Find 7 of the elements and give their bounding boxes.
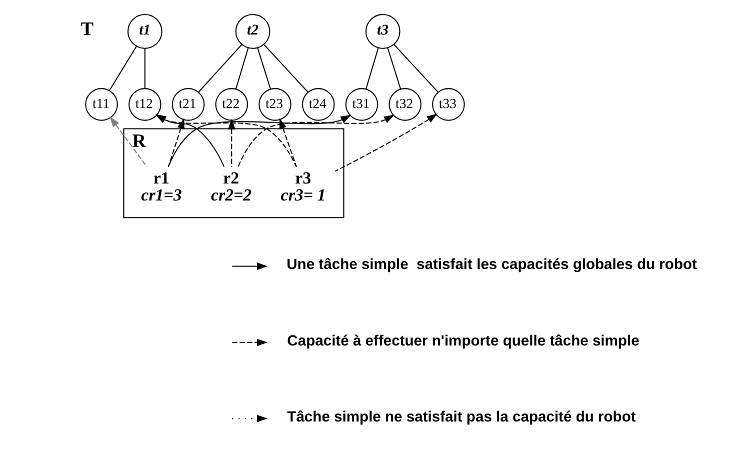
label: T [80,19,94,40]
legend-label: Tâche simple ne satisfait pas la capacité du robot [286,409,636,426]
node-text: r2 cr2=2 [210,168,252,204]
legend-label: Une tâche simple satisfait les capacités globales du robot [286,257,696,274]
legend-label: Capacité à effectuer n'importe quelle tâche simple [286,333,639,350]
node-text: r3 cr3= 1 [280,168,326,204]
node-text: r1 cr1=3 [140,168,182,204]
